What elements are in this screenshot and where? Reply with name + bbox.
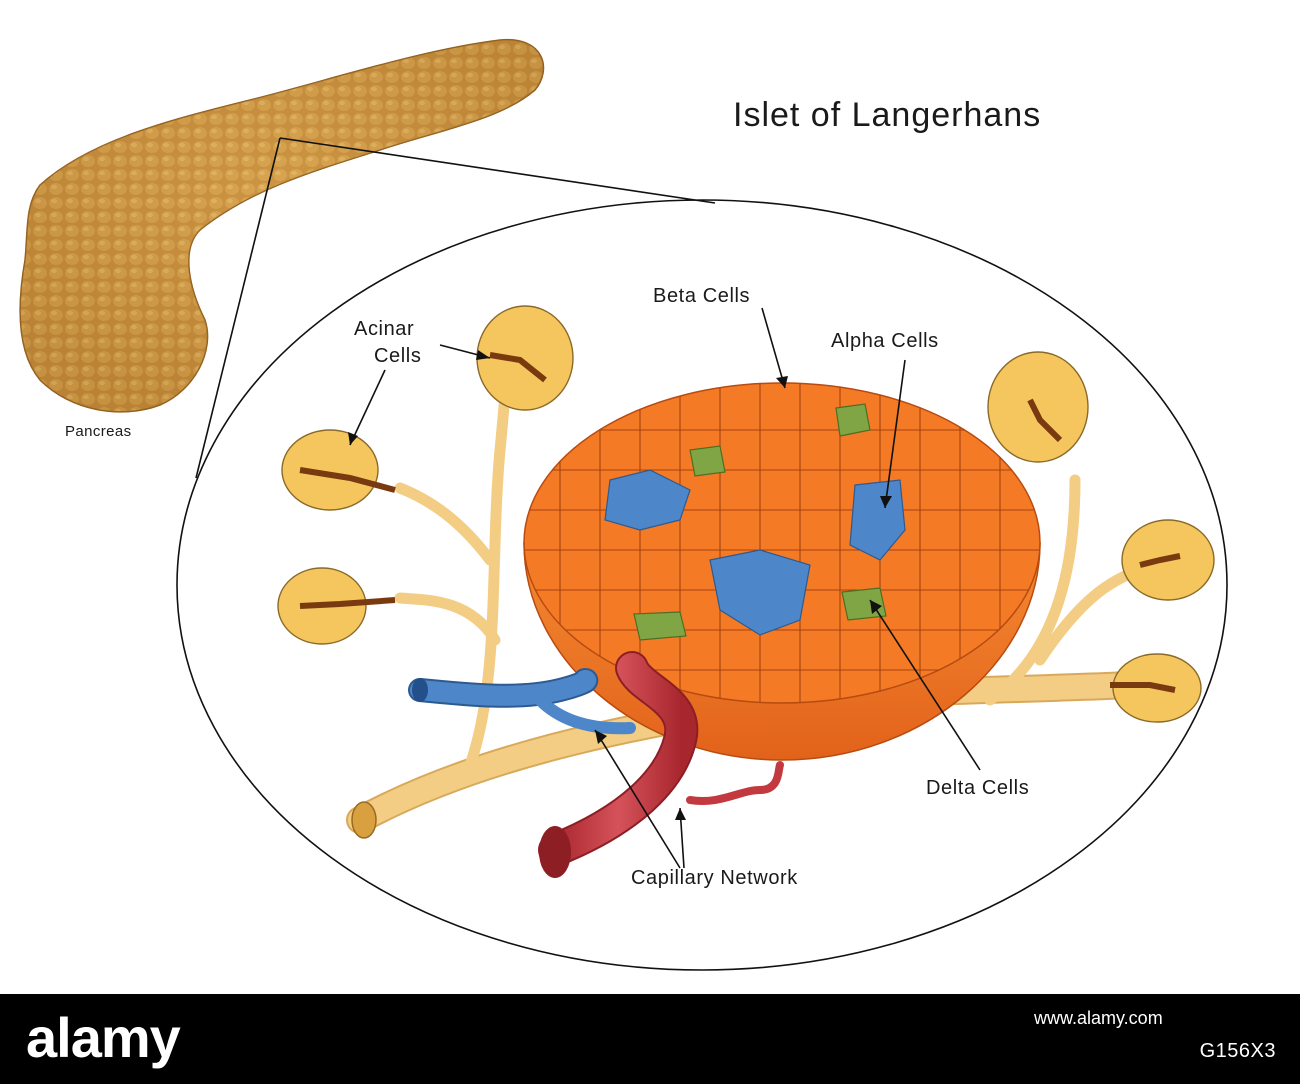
label-alpha: Alpha Cells — [831, 330, 939, 352]
alpha-cell-clusters — [604, 469, 906, 636]
footer-bar — [0, 994, 1300, 1084]
label-acinar-line1: Acinar — [354, 318, 414, 340]
zoom-line-left — [195, 137, 281, 479]
label-delta: Delta Cells — [926, 777, 1029, 799]
alamy-url: www.alamy.com — [1034, 1008, 1163, 1028]
pancreas-organ — [19, 39, 545, 413]
duct-cap — [351, 801, 377, 839]
acinar-clusters — [277, 305, 1215, 723]
leader-arrowheads — [348, 350, 892, 820]
diagram-title: Islet of Langerhans — [733, 96, 1041, 134]
image-id: G156X3 — [1199, 1040, 1276, 1062]
label-acinar-line2: Cells — [374, 345, 421, 367]
label-capillary: Capillary Network — [631, 867, 798, 889]
magnified-ellipse — [176, 199, 1228, 971]
artery — [538, 651, 784, 878]
delta-cells — [633, 403, 887, 641]
label-beta: Beta Cells — [653, 285, 750, 307]
vein — [408, 668, 636, 735]
label-pancreas: Pancreas — [65, 423, 132, 440]
alamy-logo: alamy — [26, 1006, 181, 1069]
zoom-line-top — [279, 137, 716, 204]
